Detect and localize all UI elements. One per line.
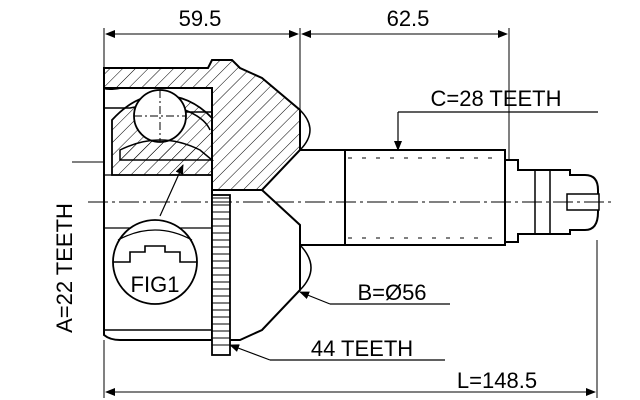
- callout-outer-spline: A=22 TEETH: [52, 203, 77, 333]
- callout-abs-ring: 44 TEETH: [311, 336, 413, 361]
- housing-neck: [300, 149, 346, 246]
- fig1-leader: [159, 164, 184, 217]
- callout-c: C=28 TEETH: [394, 86, 598, 151]
- shaft-tip: [504, 159, 599, 243]
- fig1-detail: FIG1: [112, 164, 198, 305]
- callout-44: 44 TEETH: [229, 336, 445, 361]
- callout-inner-spline: C=28 TEETH: [430, 86, 561, 111]
- fig1-label: FIG1: [131, 272, 180, 297]
- output-shaft: [344, 149, 600, 246]
- dim-label-total: L=148.5: [457, 368, 537, 393]
- abs-ring: [211, 194, 231, 356]
- abs-ring-teeth: [212, 197, 230, 346]
- shaft-spline-section: [344, 149, 506, 246]
- dim-left-group: A=22 TEETH: [52, 161, 185, 333]
- callout-diameter: B=Ø56: [357, 280, 426, 305]
- dim-top-group: 59.5 62.5: [103, 6, 510, 160]
- callout-b: B=Ø56: [299, 280, 450, 305]
- dim-label-left: 59.5: [179, 6, 222, 31]
- dim-label-right: 62.5: [387, 6, 430, 31]
- dim-bottom-group: L=148.5: [103, 240, 598, 398]
- inner-race: [111, 89, 215, 176]
